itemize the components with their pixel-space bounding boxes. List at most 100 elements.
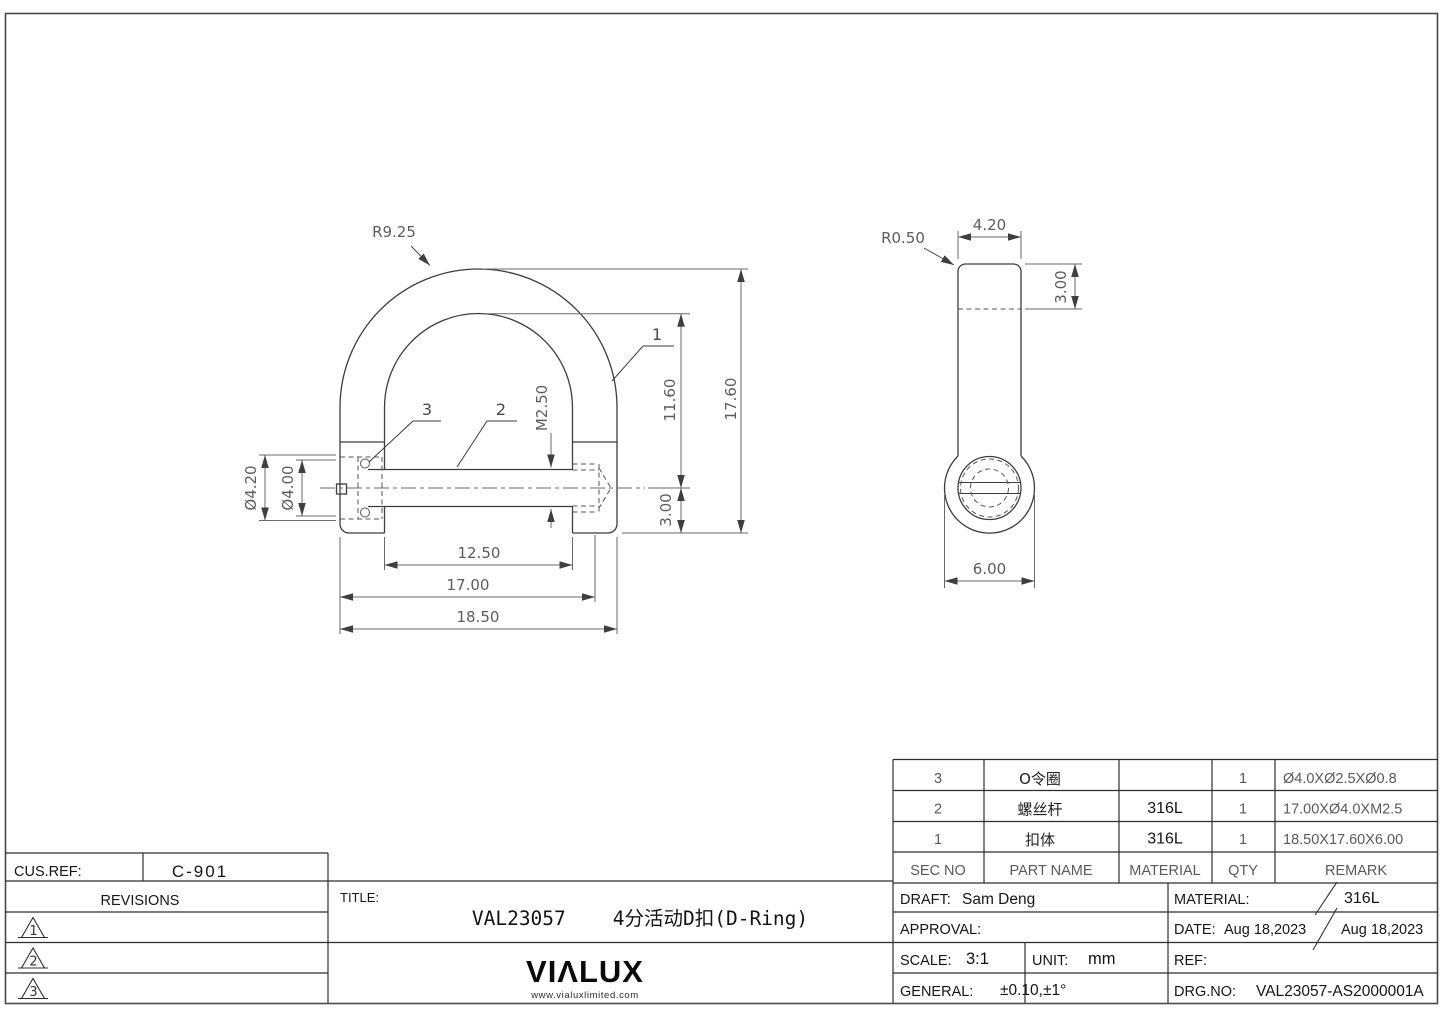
part-row-remark: 17.00XØ4.0XM2.5 — [1283, 802, 1402, 818]
part-row-qty: 1 — [1239, 832, 1247, 848]
side-view-dim-text: 4.20 R0.50 3.00 6.00 — [881, 216, 1070, 578]
rev-number-1: 1 — [29, 924, 37, 939]
cus-ref-label: CUS.REF: — [14, 864, 82, 880]
parts-header-name: PART NAME — [1010, 863, 1093, 879]
date-value-1: Aug 18,2023 — [1224, 922, 1306, 938]
scale-value: 3:1 — [966, 950, 989, 968]
side-thread-hidden — [970, 468, 1009, 508]
leader-r050 — [923, 247, 955, 266]
draft-label: DRAFT: — [900, 892, 951, 908]
dim-side-300-label: 3.00 — [1052, 270, 1070, 303]
side-bar — [957, 263, 1022, 456]
callout-3-oring: 3 — [422, 400, 432, 419]
part-row-sec: 2 — [934, 802, 942, 818]
part-row-material: 316L — [1147, 800, 1183, 817]
revisions-header: REVISIONS — [101, 893, 180, 909]
side-screw-slot — [958, 481, 1021, 495]
dim-d400-label: Ø4.00 — [279, 465, 297, 510]
dring-inner-arc — [383, 312, 574, 408]
parts-header-sec: SEC NO — [910, 863, 966, 879]
vialux-logo: VIΛLUX — [526, 954, 644, 989]
right-block-vlines — [892, 759, 1276, 1003]
part-row-name: 螺丝杆 — [1017, 801, 1062, 819]
revision-markers — [18, 916, 48, 1000]
front-view-dim-text: R9.25 17.60 11.60 3.00 M2.50 Ø4.20 Ø4.00… — [242, 223, 740, 626]
title-label: TITLE: — [340, 890, 379, 905]
rev-triangle-1 — [18, 916, 48, 939]
ext-1760 — [482, 268, 748, 534]
dim-r925-label: R9.25 — [372, 223, 416, 241]
date-label: DATE: — [1174, 922, 1216, 938]
unit-label: UNIT: — [1032, 953, 1068, 969]
unit-value: mm — [1088, 950, 1116, 968]
side-view-hidden — [958, 308, 1021, 518]
side-view-body — [943, 263, 1036, 534]
draft-value: Sam Deng — [962, 891, 1035, 908]
ext-1850 — [339, 537, 618, 634]
right-block-hlines — [893, 758, 1438, 974]
drg-no-value: VAL23057-AS2000001A — [1256, 983, 1424, 1000]
parts-table: 3 O令圈 1 Ø4.0XØ2.5XØ0.8 2 螺丝杆 316L 1 17.0… — [910, 770, 1403, 879]
leader-callout-1 — [611, 345, 674, 382]
side-eye-outer — [943, 455, 1036, 534]
oring-sections — [360, 458, 370, 518]
material-slash — [1314, 881, 1338, 916]
left-block-hlines — [5, 852, 893, 974]
front-view-hidden — [340, 456, 612, 520]
counterbore-hidden — [340, 456, 383, 520]
callout-1-body: 1 — [652, 325, 662, 344]
general-value: ±0.10,±1° — [1000, 982, 1066, 999]
dim-1850-label: 18.50 — [457, 608, 500, 626]
rev-number-3: 3 — [29, 985, 37, 1000]
ext-side-600 — [944, 495, 1035, 588]
rev-triangle-3 — [18, 977, 48, 1000]
part-row-qty: 1 — [1239, 802, 1247, 818]
leader-r925 — [410, 245, 431, 266]
part-row-remark: 18.50X17.60X6.00 — [1283, 832, 1403, 848]
ext-d420 — [259, 454, 336, 521]
screw-shaft — [368, 468, 573, 508]
cus-ref-value: C-901 — [172, 862, 228, 881]
front-view-body — [335, 268, 618, 534]
side-view-dim-lines — [923, 231, 1082, 588]
dim-1160-label: 11.60 — [661, 379, 679, 422]
vialux-website: www.vialuxlimited.com — [530, 990, 639, 1001]
side-head-hidden — [960, 458, 1019, 518]
screw-slot-front — [335, 483, 348, 495]
date-slash — [1312, 907, 1338, 951]
table-grid — [5, 758, 1438, 1003]
parts-header-remark: REMARK — [1325, 863, 1387, 879]
part-row-remark: Ø4.0XØ2.5XØ0.8 — [1283, 771, 1397, 787]
general-label: GENERAL: — [900, 984, 973, 1000]
left-block-vlines — [142, 853, 329, 1003]
approval-label: APPROVAL: — [900, 922, 981, 938]
material-value: 316L — [1344, 890, 1380, 907]
leader-callout-3 — [368, 420, 441, 463]
drg-no-label: DRG.NO: — [1174, 984, 1236, 1000]
part-row-name: O令圈 — [1019, 770, 1061, 788]
material-label: MATERIAL: — [1174, 892, 1249, 908]
leg-inner-faces — [383, 407, 574, 533]
front-view-dim-lines — [259, 245, 748, 634]
dim-side-420-label: 4.20 — [973, 216, 1006, 234]
dim-1250-label: 12.50 — [458, 544, 501, 562]
tapped-hole-hidden — [572, 463, 612, 513]
callout-2-screw: 2 — [496, 400, 506, 419]
dim-side-600-label: 6.00 — [973, 560, 1006, 578]
dim-r050-label: R0.50 — [881, 229, 925, 247]
dim-m250-label: M2.50 — [533, 385, 551, 431]
parts-header-qty: QTY — [1228, 863, 1258, 879]
drawing-title: VAL23057 4分活动D扣(D-Ring) — [472, 907, 808, 930]
part-row-sec: 1 — [934, 832, 942, 848]
date-value-2: Aug 18,2023 — [1341, 922, 1423, 938]
part-row-qty: 1 — [1239, 771, 1247, 787]
leader-callout-2 — [456, 420, 517, 468]
title-block: DRAFT: Sam Deng MATERIAL: 316L APPROVAL:… — [900, 890, 1424, 1000]
side-eye-bore — [957, 455, 1022, 521]
oring-section-bottom — [360, 507, 370, 518]
rev-triangle-2 — [18, 946, 48, 969]
dim-1700-label: 17.00 — [447, 576, 490, 594]
oring-section-top — [360, 458, 370, 469]
